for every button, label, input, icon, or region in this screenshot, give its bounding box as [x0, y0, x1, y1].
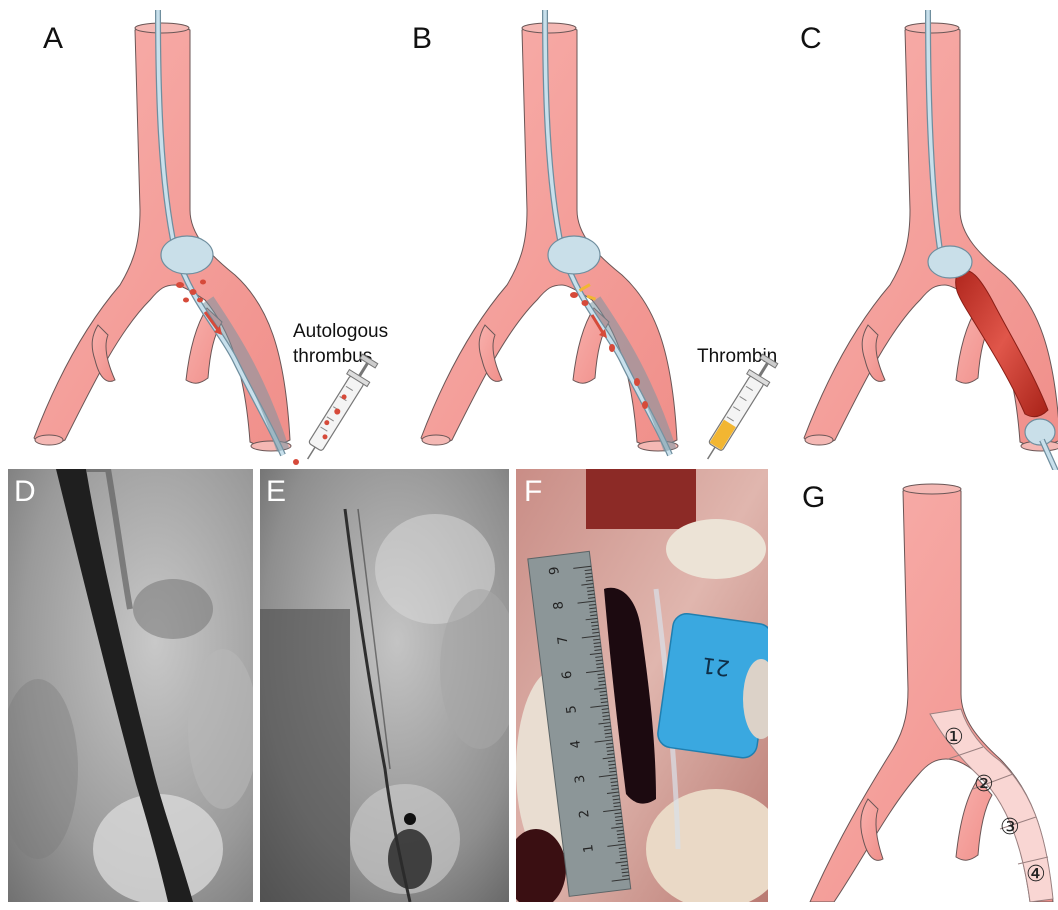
panel-a-label: A [43, 22, 63, 55]
panel-b-syringe [697, 353, 780, 466]
panel-e-angiogram: E [260, 469, 509, 902]
panel-g-segment-4: ④ [1026, 862, 1046, 887]
panel-a-balloon [161, 236, 213, 274]
panel-f-label: F [524, 475, 542, 508]
panel-b-label: B [412, 22, 432, 55]
panel-a: A Autologous thrombus [34, 10, 388, 465]
panel-c: C [800, 10, 1058, 470]
panel-d-angiogram: D [8, 469, 253, 902]
panel-a-syringe [297, 353, 380, 466]
panel-e-label: E [266, 475, 286, 508]
panel-a-caption-line1: Autologous [293, 321, 388, 342]
panel-g-segment-3: ③ [1000, 815, 1020, 840]
panel-e-occlusion [388, 829, 432, 889]
panel-b-balloon [548, 236, 600, 274]
panel-a-caption-line2: thrombus [293, 346, 372, 367]
panel-g-segment-1: ① [944, 725, 964, 750]
top-row-schematics: A Autologous thrombus B [0, 0, 1058, 470]
panel-d-label: D [14, 475, 36, 508]
panel-g-segment-2: ② [974, 772, 994, 797]
panel-f-card-text: 21 [700, 651, 731, 680]
panel-g-label: G [802, 481, 825, 514]
panel-d: D [8, 469, 253, 902]
panel-c-label: C [800, 22, 822, 55]
panel-b: B Thrombin [412, 10, 780, 465]
panel-c-balloon [928, 246, 972, 278]
panel-g: G ① ② ③ ④ [768, 469, 1058, 902]
panel-e: E [260, 469, 509, 902]
